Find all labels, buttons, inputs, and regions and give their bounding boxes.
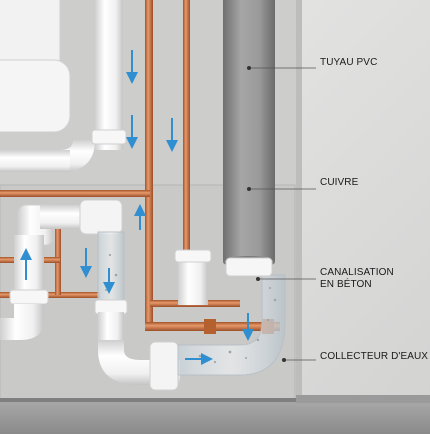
pvc-elbow-left bbox=[0, 304, 44, 340]
pvc-pipe-vertical-left bbox=[14, 235, 44, 295]
label-concrete-line2: EN BÉTON bbox=[320, 279, 372, 290]
label-collector: COLLECTEUR D'EAUX U bbox=[320, 351, 430, 362]
copper-pipe-vertical-2 bbox=[183, 0, 190, 280]
copper-fitting bbox=[204, 319, 216, 334]
pvc-coupling bbox=[94, 299, 128, 315]
pvc-pipe-horizontal-top bbox=[0, 150, 70, 172]
pvc-coupling bbox=[174, 249, 212, 263]
pvc-coupling bbox=[91, 129, 127, 145]
label-copper: CUIVRE bbox=[320, 177, 359, 188]
floor-edge bbox=[0, 398, 430, 402]
concrete-pipe bbox=[223, 0, 275, 262]
copper-pipe-horizontal-top bbox=[0, 190, 150, 197]
sink-basin bbox=[0, 59, 71, 133]
callout-dots bbox=[247, 66, 286, 362]
pvc-coupling-large bbox=[149, 341, 179, 391]
label-pvc-pipe: TUYAU PVC bbox=[320, 57, 378, 68]
pvc-pipe-vertical-top bbox=[95, 0, 123, 150]
label-concrete-pipe: CANALISATION EN BÉTON bbox=[320, 267, 394, 291]
pvc-coupling bbox=[9, 289, 49, 305]
waste-collector bbox=[177, 274, 286, 376]
floor-step bbox=[296, 395, 430, 403]
label-concrete-line1: CANALISATION bbox=[320, 267, 394, 278]
callout-lines bbox=[249, 67, 316, 361]
wall-edge bbox=[296, 0, 302, 400]
pvc-pipe-short bbox=[178, 255, 208, 305]
pvc-tee bbox=[79, 199, 123, 235]
copper-pipe-horizontal-low bbox=[0, 292, 100, 298]
transparent-pipe bbox=[97, 231, 125, 313]
floor-slab bbox=[0, 400, 430, 434]
collector-coupling bbox=[225, 257, 273, 277]
copper-pipe-vertical-1 bbox=[145, 0, 153, 330]
flow-arrows bbox=[20, 50, 254, 365]
